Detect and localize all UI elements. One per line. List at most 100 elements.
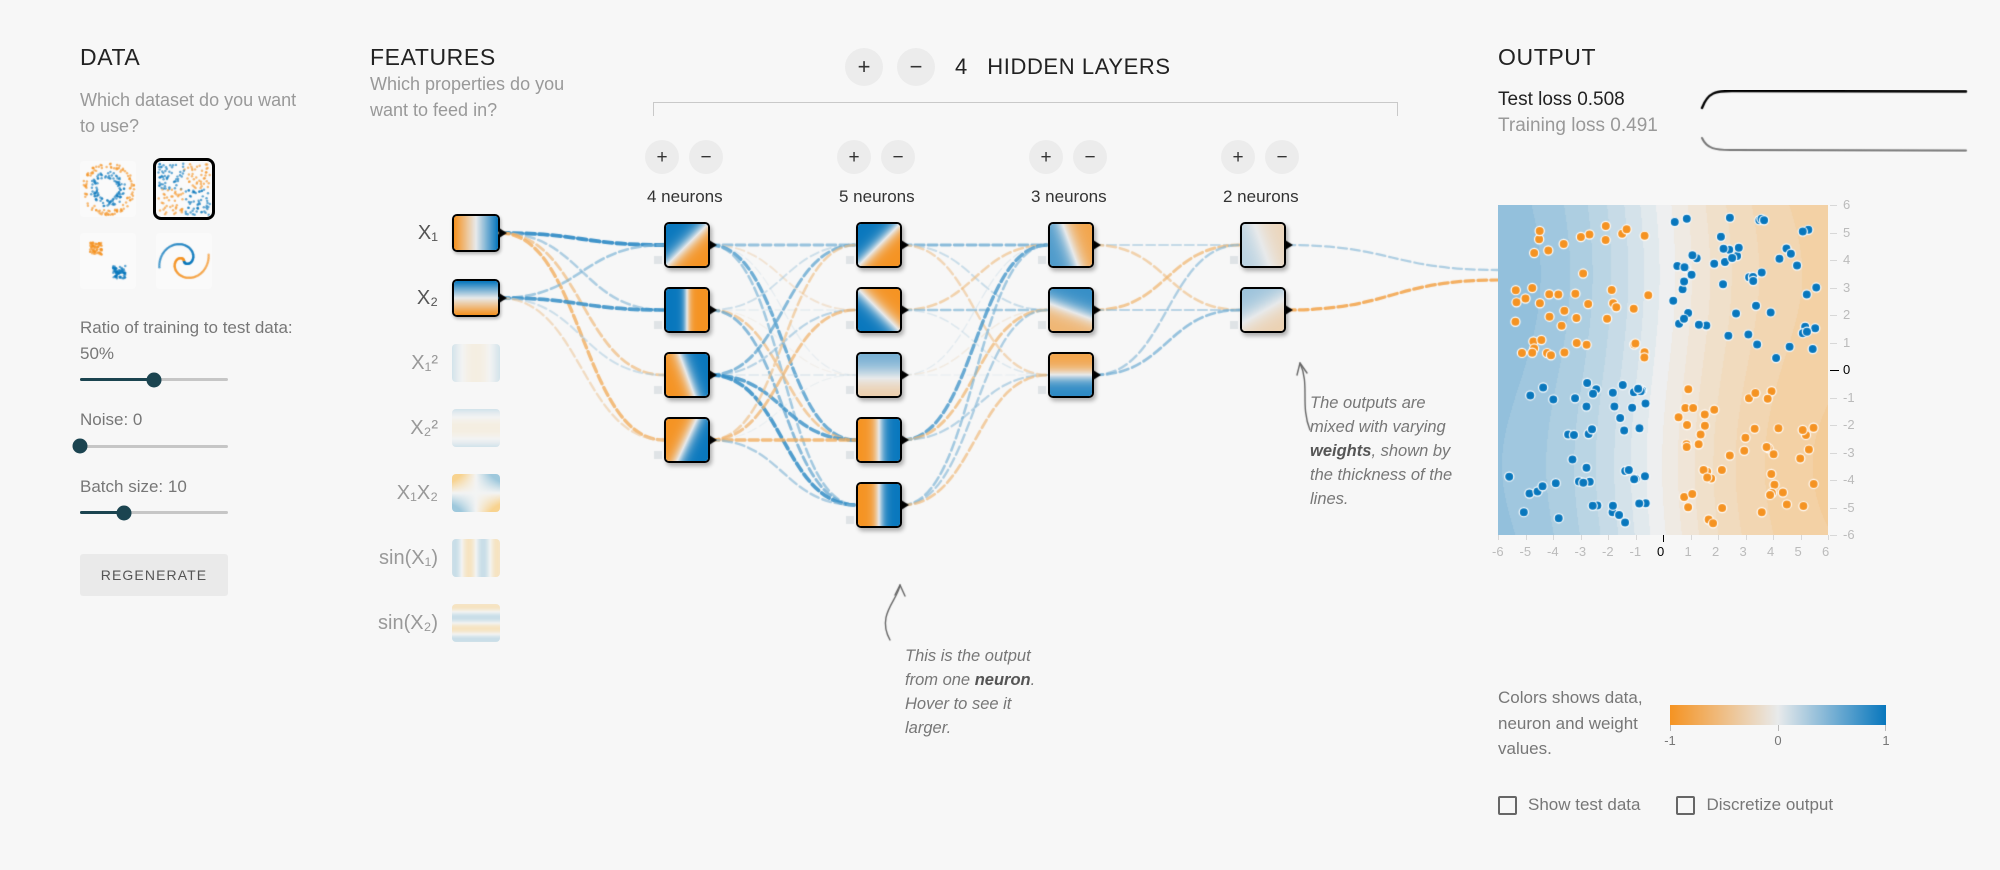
feature-label-x1sq: X₁² <box>411 351 438 374</box>
y-tick-label--5: -5 <box>1843 499 1855 515</box>
add-neuron-layer-1-button[interactable]: + <box>837 140 871 174</box>
data-panel-subtitle: Which dataset do you want to use? <box>80 90 297 137</box>
y-tick-label--2: -2 <box>1843 417 1855 432</box>
checkbox-box-discretize-output[interactable] <box>1676 795 1696 815</box>
slider-ratio: Ratio of training to test data: 50% <box>80 315 310 388</box>
x-tick-label-6: 6 <box>1822 544 1830 559</box>
feature-node-sinx2[interactable] <box>452 604 500 642</box>
dataset-thumbnail-circle[interactable] <box>80 161 136 218</box>
slider-ratio-track[interactable] <box>80 372 228 388</box>
feature-row-sinx2[interactable]: sin(X₂) <box>370 600 500 646</box>
neuron-preview-l1-n2 <box>858 354 900 396</box>
feature-row-x1[interactable]: X₁ <box>370 210 500 256</box>
y-tick-label-2: 2 <box>1843 307 1851 322</box>
x-tick-mark--6 <box>1498 535 1499 540</box>
layer-1-neuron-count: 5 neurons <box>839 187 915 206</box>
neuron-preview-l1-n1 <box>858 289 900 331</box>
layer-0-controls: +− <box>645 140 723 174</box>
feature-row-x1sq[interactable]: X₁² <box>370 340 500 386</box>
checkbox-box-show-test-data[interactable] <box>1498 795 1517 815</box>
dataset-thumbnail-xor[interactable] <box>153 158 215 221</box>
slider-noise-track[interactable] <box>72 438 228 454</box>
neuron-l2-n0[interactable] <box>1048 222 1094 268</box>
neuron-l3-n0[interactable] <box>1240 222 1286 268</box>
y-tick-mark-5 <box>1830 232 1837 234</box>
checkbox-show-test-data[interactable]: Show test data <box>1498 795 1640 815</box>
x-tick-label--6: -6 <box>1492 544 1504 559</box>
layer-2-neuron-count: 3 neurons <box>1031 187 1107 206</box>
x-tick-mark-1 <box>1690 535 1692 540</box>
dataset-thumbnail-grid <box>80 158 310 290</box>
neuron-l3-n1[interactable] <box>1240 287 1286 333</box>
remove-neuron-layer-1-button[interactable]: − <box>881 140 915 174</box>
feature-row-x2sq[interactable]: X₂² <box>370 405 500 451</box>
feature-row-x1x2[interactable]: X₁X₂ <box>370 470 500 516</box>
neuron-l2-n2[interactable] <box>1048 352 1094 398</box>
feature-preview-x1 <box>454 216 498 250</box>
checkbox-discretize-output[interactable]: Discretize output <box>1676 795 1833 815</box>
neuron-l2-n1[interactable] <box>1048 287 1094 333</box>
neuron-preview-l1-n3 <box>858 419 900 461</box>
feature-node-sinx1[interactable] <box>452 539 500 577</box>
x-tick-mark-0 <box>1663 535 1664 542</box>
add-neuron-layer-0-button[interactable]: + <box>645 140 679 174</box>
remove-neuron-layer-3-button[interactable]: − <box>1265 140 1299 174</box>
add-neuron-layer-3-button[interactable]: + <box>1221 140 1255 174</box>
x-tick-mark--3 <box>1580 535 1582 540</box>
x-tick-mark--4 <box>1553 535 1554 540</box>
output-heatmap-canvas[interactable] <box>1498 205 1828 535</box>
slider-ratio-knob[interactable] <box>146 372 162 388</box>
neuron-l1-n4[interactable] <box>856 482 902 528</box>
neuron-preview-l0-n1 <box>666 289 708 331</box>
feature-preview-sinx1 <box>452 539 500 577</box>
slider-batch-track[interactable] <box>80 505 228 521</box>
add-neuron-layer-2-button[interactable]: + <box>1029 140 1063 174</box>
output-options: Show test data Discretize output <box>1498 795 1833 815</box>
legend-tick-mark-1 <box>1778 725 1779 731</box>
neuron-preview-l3-n1 <box>1242 289 1284 331</box>
feature-node-x2sq[interactable] <box>452 409 500 447</box>
neuron-l1-n1[interactable] <box>856 287 902 333</box>
neuron-l1-n3[interactable] <box>856 417 902 463</box>
remove-neuron-layer-2-button[interactable]: − <box>1073 140 1107 174</box>
feature-preview-x2sq <box>452 409 500 447</box>
feature-node-x1x2[interactable] <box>452 474 500 512</box>
y-tick-mark-2 <box>1830 315 1837 316</box>
feature-label-sinx2: sin(X₂) <box>378 611 438 634</box>
dataset-thumbnail-gauss[interactable] <box>80 233 136 290</box>
legend-tick-label-0: -1 <box>1664 733 1676 748</box>
feature-row-x2[interactable]: X₂ <box>370 275 500 321</box>
neuron-l0-n1[interactable] <box>664 287 710 333</box>
slider-batch-knob[interactable] <box>116 505 132 521</box>
neuron-l1-n0[interactable] <box>856 222 902 268</box>
remove-hidden-layer-button[interactable]: − <box>897 48 935 86</box>
output-heatmap[interactable] <box>1498 205 1828 535</box>
x-tick-label-0: 0 <box>1657 544 1665 559</box>
neuron-l1-n2[interactable] <box>856 352 902 398</box>
legend-tick-label-1: 0 <box>1774 733 1782 748</box>
neuron-l0-n0[interactable] <box>664 222 710 268</box>
dataset-thumbnail-spiral[interactable] <box>156 233 212 290</box>
y-tick-mark-3 <box>1830 287 1837 289</box>
feature-node-x1sq[interactable] <box>452 344 500 382</box>
feature-node-x2[interactable] <box>452 279 500 317</box>
color-legend: Colors shows data, neuron and weight val… <box>1498 685 1968 762</box>
slider-noise-knob[interactable] <box>72 438 88 454</box>
test-loss-readout: Test loss 0.508 <box>1498 89 1625 110</box>
x-tick-mark-3 <box>1745 535 1747 540</box>
y-tick-mark-6 <box>1830 205 1837 206</box>
y-tick-label--6: -6 <box>1843 527 1855 542</box>
remove-neuron-layer-0-button[interactable]: − <box>689 140 723 174</box>
add-hidden-layer-button[interactable]: + <box>845 48 883 86</box>
regenerate-button[interactable]: REGENERATE <box>80 554 228 597</box>
y-tick-mark-0 <box>1830 370 1839 371</box>
neuron-l0-n3[interactable] <box>664 417 710 463</box>
x-tick-label--3: -3 <box>1574 544 1587 559</box>
feature-node-x1[interactable] <box>452 214 500 252</box>
dataset-preview-gauss <box>80 233 136 290</box>
neuron-l0-n2[interactable] <box>664 352 710 398</box>
feature-row-sinx1[interactable]: sin(X₁) <box>370 535 500 581</box>
feature-preview-x1sq <box>452 344 500 382</box>
data-panel: DATA Which dataset do you want to use? R… <box>72 44 310 597</box>
